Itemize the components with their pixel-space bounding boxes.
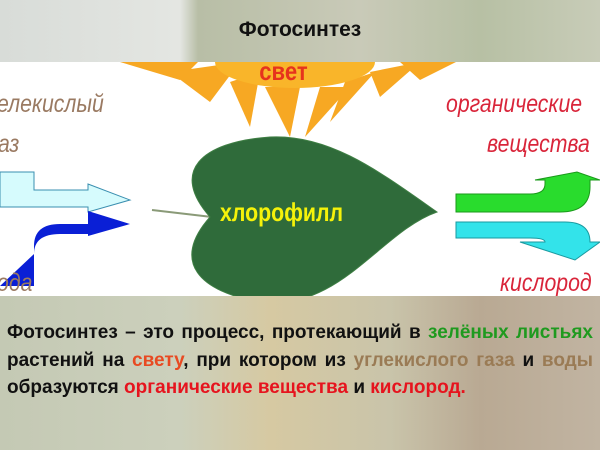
text: и — [514, 349, 542, 371]
header-background — [0, 0, 600, 62]
co2-term: углекислого газа — [353, 349, 515, 371]
light-term: свету — [132, 349, 184, 371]
co2-label: елекислый — [0, 90, 104, 118]
chlorophyll-label: хлорофилл — [220, 197, 344, 227]
organic-arrow-icon — [455, 171, 600, 213]
oxygen-term: кислород. — [370, 377, 466, 398]
oxygen-label: кислород — [500, 269, 592, 296]
text: образуются — [7, 377, 125, 398]
sun-icon — [120, 62, 456, 137]
sun-label: свет — [259, 62, 308, 86]
water-term: воды — [541, 349, 593, 371]
co2-label-line2: аз — [0, 130, 20, 158]
text: и — [348, 377, 371, 398]
page-title: Фотосинтез — [238, 18, 362, 41]
diagram-graphics — [0, 62, 600, 296]
leaf-icon — [151, 136, 439, 296]
organic-term: органические вещества — [124, 377, 349, 398]
water-arrow-icon — [0, 211, 130, 286]
footer-background — [0, 296, 600, 450]
green-leaves-term: зелёных листьях — [428, 322, 594, 343]
text: , при котором из — [183, 349, 354, 371]
water-label: ода — [0, 269, 33, 296]
organic-label: органические — [446, 90, 583, 118]
text: растений на — [7, 349, 133, 371]
organic-label-line2: вещества — [487, 130, 590, 158]
co2-arrow-icon — [0, 171, 132, 213]
oxygen-arrow-icon — [455, 221, 600, 261]
diagram: свет елекислый аз ода органические вещес… — [0, 62, 600, 296]
definition-text: Фотосинтез – это процесс, протекающий в … — [7, 319, 593, 402]
text: Фотосинтез – это процесс, протекающий в — [7, 322, 429, 343]
